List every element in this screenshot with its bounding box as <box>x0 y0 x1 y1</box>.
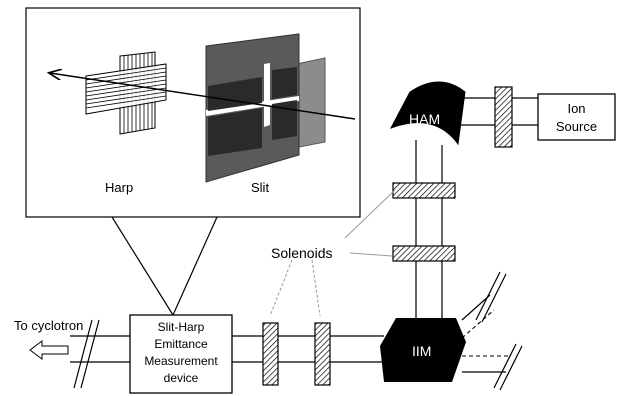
ion-source: Ion Source <box>537 93 616 141</box>
emittance-device: Slit-Harp Emittance Measurement device <box>129 314 233 394</box>
solenoid-vertical-lower <box>392 245 456 262</box>
iim-magnet: IIM <box>380 318 466 382</box>
device-label-line3: Measurement <box>144 354 218 368</box>
ion-source-label-line2: Source <box>556 119 597 134</box>
device-label-line1: Slit-Harp <box>158 320 205 334</box>
solenoid-vertical-upper <box>392 182 456 199</box>
solenoid-top-right <box>494 86 513 148</box>
beam-arrow <box>50 73 356 120</box>
device-label-line2: Emittance <box>154 337 208 351</box>
iim-label: IIM <box>412 343 431 359</box>
solenoids-label: Solenoids <box>271 245 333 261</box>
solenoid-horizontal-right <box>314 322 331 386</box>
inset-panel <box>25 7 361 316</box>
to-cyclotron-label: To cyclotron <box>14 318 83 333</box>
harp-illustration <box>85 51 167 135</box>
ion-source-label-line1: Ion <box>567 101 585 116</box>
ham-magnet: HAM <box>389 81 466 146</box>
beam-pipes <box>70 97 538 391</box>
slit-label: Slit <box>251 180 269 195</box>
solenoids <box>262 86 513 386</box>
solenoid-leaders <box>269 189 396 317</box>
ham-label: HAM <box>409 111 440 127</box>
solenoid-horizontal-left <box>262 322 279 386</box>
harp-label: Harp <box>105 180 133 195</box>
to-cyclotron-arrow <box>29 340 69 360</box>
device-label-line4: device <box>164 371 199 385</box>
